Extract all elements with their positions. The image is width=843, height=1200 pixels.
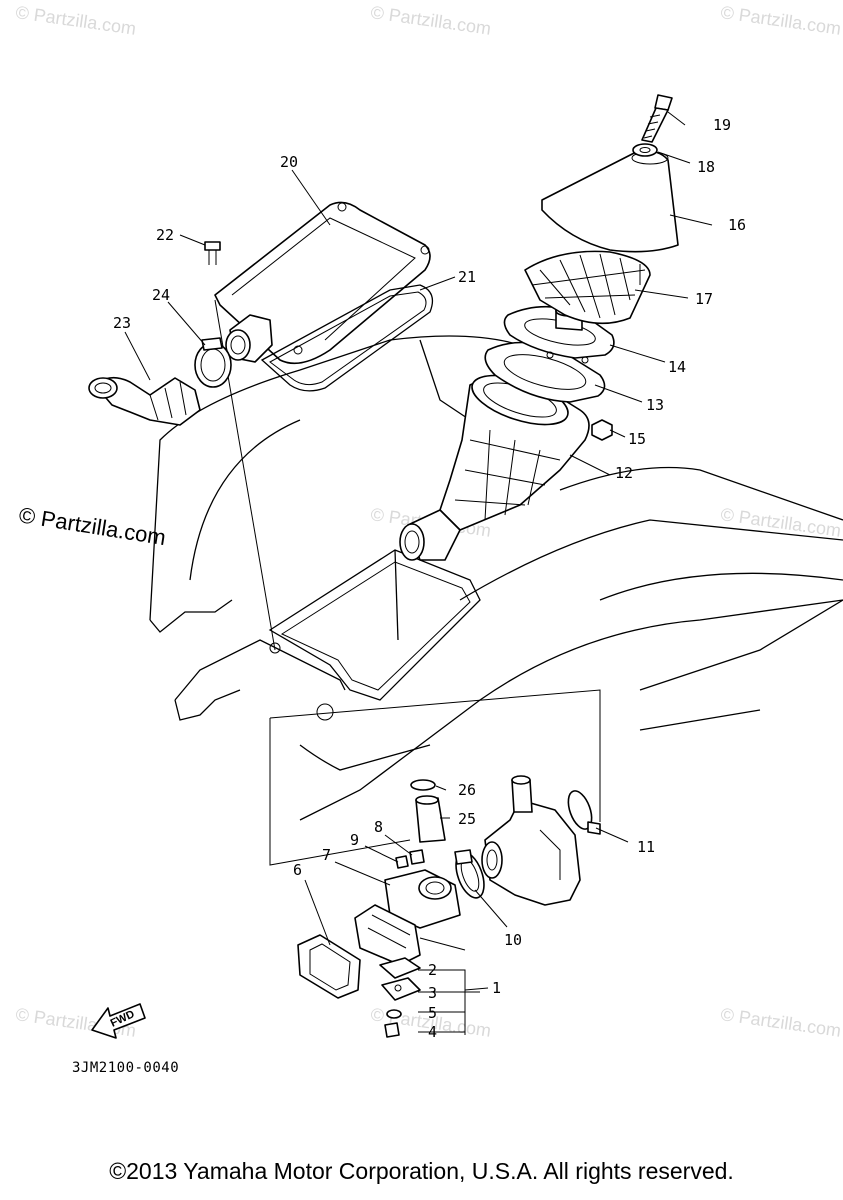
cap-16 [541, 149, 679, 253]
watermark: © Partzilla.com [719, 504, 842, 541]
watermark: © Partzilla.com [14, 2, 137, 39]
callout-4: 4 [428, 1023, 437, 1041]
callout-11: 11 [637, 838, 655, 856]
manifold-7 [384, 869, 461, 929]
callout-13: 13 [646, 396, 664, 414]
boot-25 [415, 795, 446, 843]
fwd-arrow-icon: FWD [91, 1003, 146, 1039]
callout-21: 21 [458, 268, 476, 286]
leader-lines [124, 111, 713, 1035]
callout-19: 19 [713, 116, 731, 134]
hull-body [149, 335, 843, 821]
callout-23: 23 [113, 314, 131, 332]
callout-5: 5 [428, 1004, 437, 1022]
callout-1: 1 [492, 979, 501, 997]
callout-3: 3 [428, 984, 437, 1002]
callout-12: 12 [615, 464, 633, 482]
gasket-6 [297, 934, 361, 999]
callout-17: 17 [695, 290, 713, 308]
callout-6: 6 [293, 861, 302, 879]
callout-14: 14 [668, 358, 686, 376]
watermark-dark: © Partzilla.com [17, 502, 167, 550]
carburetor [481, 775, 581, 906]
callout-24: 24 [152, 286, 170, 304]
washer-18 [632, 143, 658, 157]
watermark: © Partzilla.com [719, 2, 842, 39]
callout-9: 9 [350, 831, 359, 849]
callout-7: 7 [322, 846, 331, 864]
screw-22 [204, 241, 221, 265]
intake-duct-12 [399, 374, 590, 561]
screw-4 [384, 1022, 400, 1038]
callout-18: 18 [697, 158, 715, 176]
arrestor-17 [524, 250, 651, 325]
callout-labels: 19 18 16 17 14 13 15 12 20 21 22 24 23 2… [113, 116, 746, 1041]
gasket-21 [260, 284, 434, 392]
callout-26: 26 [458, 781, 476, 799]
callout-22: 22 [156, 226, 174, 244]
callout-8: 8 [374, 818, 383, 836]
clip-26 [410, 779, 436, 791]
group-box [269, 689, 601, 866]
screw-8 [409, 849, 425, 865]
fitting-9 [395, 855, 409, 869]
reed-plate-2 [379, 957, 421, 979]
airbox-cover [214, 201, 431, 365]
callout-2: 2 [428, 961, 437, 979]
diagram-code: 3JM2100-0040 [72, 1060, 179, 1076]
clamp-24 [194, 337, 232, 388]
callout-20: 20 [280, 153, 298, 171]
callout-25: 25 [458, 810, 476, 828]
nut-15 [591, 419, 613, 441]
elbow-23 [88, 376, 201, 426]
watermark: © Partzilla.com [369, 2, 492, 39]
callout-10: 10 [504, 931, 522, 949]
copyright-notice: ©2013 Yamaha Motor Corporation, U.S.A. A… [109, 1158, 734, 1184]
reed-valve [354, 904, 421, 966]
callout-15: 15 [628, 430, 646, 448]
watermark: © Partzilla.com [719, 1004, 842, 1041]
washer-5 [386, 1009, 402, 1019]
stopper-3 [381, 977, 421, 1001]
clamp-11 [567, 790, 601, 835]
clamp-10 [454, 849, 485, 899]
bolt-19 [641, 94, 673, 143]
callout-16: 16 [728, 216, 746, 234]
